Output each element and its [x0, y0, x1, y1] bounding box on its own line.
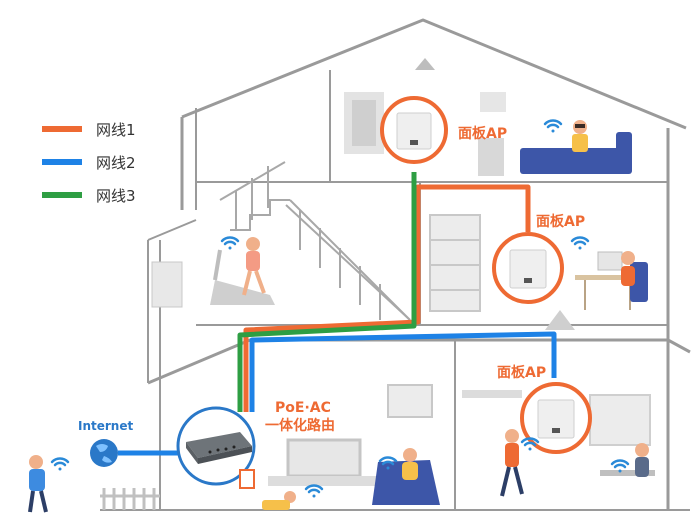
wifi-icon [50, 119, 630, 498]
ap-panel-icon [537, 399, 575, 439]
router-label-line2: 一体化路由 [265, 417, 335, 434]
internet-label: Internet [78, 419, 133, 433]
ap-label-bottom: 面板AP [497, 364, 546, 381]
legend: 网线1 网线2 网线3 [42, 121, 136, 205]
fence [100, 488, 160, 510]
middle-room-furniture [429, 214, 648, 312]
router [176, 406, 256, 486]
cable-3 [237, 172, 417, 412]
legend-label-2: 网线2 [96, 154, 136, 172]
ap-label-middle: 面板AP [536, 213, 585, 230]
outlet [239, 469, 255, 489]
ap-top [380, 96, 448, 164]
router-label-line1: PoE·AC [275, 400, 331, 416]
ap-bottom [520, 382, 592, 454]
ground-floor-furniture [268, 310, 655, 505]
staircase [219, 161, 411, 321]
cables [118, 172, 557, 456]
legend-label-3: 网线3 [96, 187, 136, 205]
globe-icon [90, 439, 118, 467]
cable-2 [249, 331, 557, 412]
ap-middle [492, 232, 564, 304]
ap-label-top: 面板AP [458, 125, 507, 142]
top-room-furniture [344, 58, 632, 176]
person-icon [28, 120, 649, 513]
watermark: 知乎 @大盗 [566, 490, 646, 508]
treadmill [151, 249, 275, 308]
legend-label-1: 网线1 [96, 121, 136, 139]
router-icon [186, 432, 252, 458]
ap-panel-icon [509, 249, 547, 289]
cable-1 [243, 184, 531, 412]
ap-panel-icon [396, 112, 432, 150]
